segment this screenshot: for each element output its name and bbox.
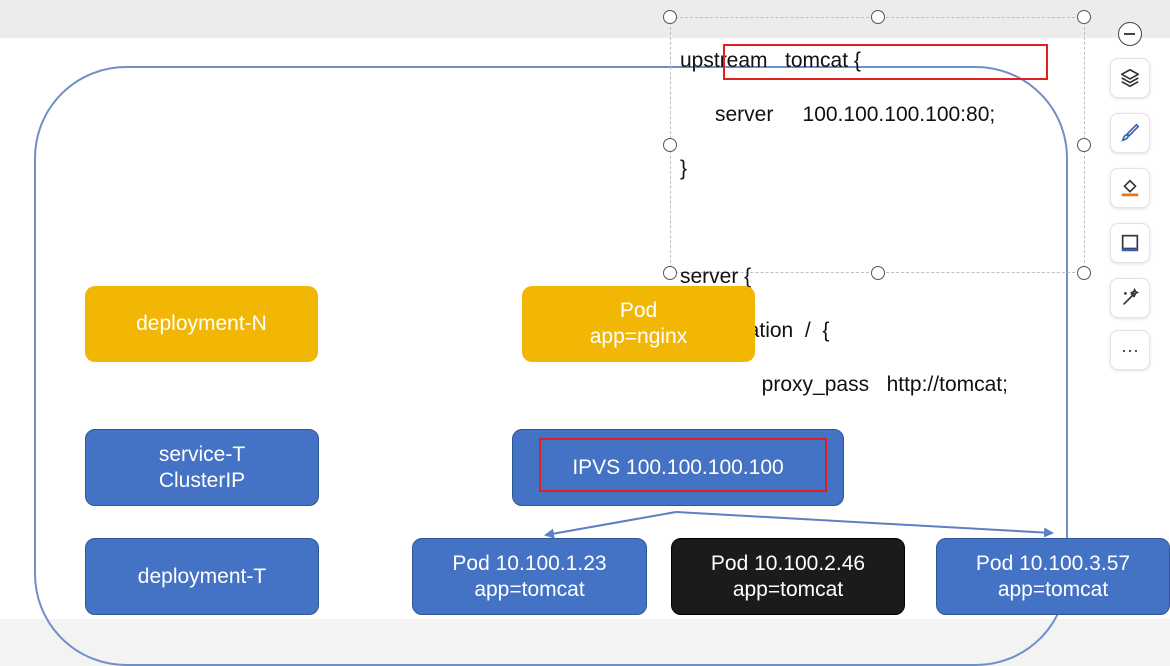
resize-handle-bottom[interactable] bbox=[871, 266, 885, 280]
brush-icon bbox=[1121, 123, 1140, 142]
pod-tomcat-1-box[interactable]: Pod 10.100.1.23 app=tomcat bbox=[412, 538, 647, 615]
code-line: proxy_pass http://tomcat; bbox=[680, 373, 1008, 396]
pod-tomcat-3-title: Pod 10.100.3.57 bbox=[975, 551, 1131, 575]
code-line bbox=[680, 209, 1008, 236]
service-t-name: service-T bbox=[158, 442, 246, 466]
more-button[interactable]: ··· bbox=[1110, 330, 1150, 370]
deployment-n-box[interactable]: deployment-N bbox=[85, 286, 318, 362]
deployment-t-label: deployment-T bbox=[137, 564, 267, 588]
code-line: server { bbox=[680, 265, 752, 288]
magic-button[interactable] bbox=[1110, 278, 1150, 318]
pod-nginx-title: Pod bbox=[619, 299, 658, 322]
pod-tomcat-2-box[interactable]: Pod 10.100.2.46 app=tomcat bbox=[671, 538, 905, 615]
deployment-t-box[interactable]: deployment-T bbox=[85, 538, 319, 615]
ipvs-label: IPVS 100.100.100.100 bbox=[572, 455, 784, 479]
service-t-box[interactable]: service-T ClusterIP bbox=[85, 429, 319, 506]
resize-handle-top-left[interactable] bbox=[663, 10, 677, 24]
layers-button[interactable] bbox=[1110, 58, 1150, 98]
ipvs-highlight bbox=[539, 438, 827, 492]
resize-handle-top-right[interactable] bbox=[1077, 10, 1091, 24]
pod-nginx-label: app=nginx bbox=[589, 325, 688, 348]
pod-nginx-box[interactable]: Pod app=nginx bbox=[522, 286, 755, 362]
code-line: } bbox=[680, 157, 688, 180]
pod-tomcat-3-box[interactable]: Pod 10.100.3.57 app=tomcat bbox=[936, 538, 1170, 615]
service-t-type: ClusterIP bbox=[158, 468, 246, 492]
resize-handle-bottom-left[interactable] bbox=[663, 266, 677, 280]
resize-handle-left[interactable] bbox=[663, 138, 677, 152]
minus-icon[interactable] bbox=[1118, 22, 1142, 46]
more-icon: ··· bbox=[1121, 339, 1139, 360]
pod-tomcat-2-label: app=tomcat bbox=[732, 577, 844, 601]
ipvs-box[interactable]: IPVS 100.100.100.100 bbox=[512, 429, 844, 506]
fill-button[interactable] bbox=[1110, 168, 1150, 208]
frame-icon bbox=[1121, 234, 1139, 252]
pod-tomcat-2-title: Pod 10.100.2.46 bbox=[710, 551, 866, 575]
pod-tomcat-1-label: app=tomcat bbox=[474, 577, 585, 601]
deployment-n-label: deployment-N bbox=[136, 312, 267, 335]
resize-handle-top[interactable] bbox=[871, 10, 885, 24]
brush-button[interactable] bbox=[1110, 113, 1150, 153]
resize-handle-right[interactable] bbox=[1077, 138, 1091, 152]
layers-icon bbox=[1120, 68, 1140, 88]
upstream-server-highlight bbox=[723, 44, 1048, 80]
fill-icon bbox=[1121, 179, 1139, 197]
pod-tomcat-1-title: Pod 10.100.1.23 bbox=[452, 551, 607, 575]
magic-icon bbox=[1122, 287, 1140, 306]
pod-tomcat-3-label: app=tomcat bbox=[997, 577, 1109, 601]
frame-button[interactable] bbox=[1110, 223, 1150, 263]
code-line: server 100.100.100.100:80; bbox=[680, 103, 996, 126]
resize-handle-bottom-right[interactable] bbox=[1077, 266, 1091, 280]
